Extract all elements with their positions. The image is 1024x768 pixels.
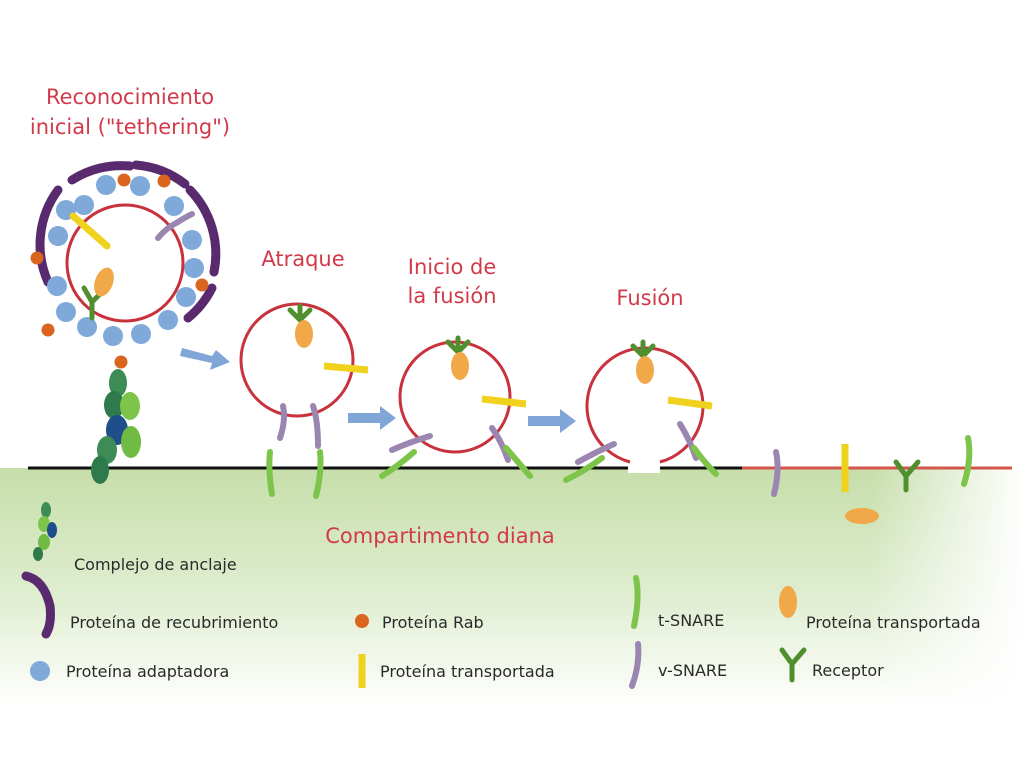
cargo-released bbox=[845, 508, 879, 524]
coat-proteins bbox=[35, 160, 221, 323]
process-arrows bbox=[180, 348, 576, 433]
legend-adaptor-protein-icon bbox=[30, 661, 50, 681]
fused-membrane-proteins bbox=[771, 435, 973, 524]
legend-transported-cargo-icon bbox=[779, 586, 797, 618]
legend-anchoring-complex-icon bbox=[33, 502, 57, 561]
transported-membrane-protein bbox=[69, 212, 111, 250]
stage-title-fusion-start-2: la fusión bbox=[407, 284, 496, 308]
vesicle-membrane bbox=[65, 203, 185, 323]
fusion-vesicle bbox=[563, 339, 719, 483]
legend-t-snare-label: t-SNARE bbox=[658, 611, 724, 630]
coated-vesicle bbox=[30, 160, 221, 369]
fusion-pore bbox=[628, 463, 660, 473]
legend-coat-protein-icon bbox=[21, 571, 55, 639]
v-snare bbox=[155, 211, 195, 241]
legend-coat-protein-label: Proteína de recubrimiento bbox=[70, 613, 278, 632]
target-compartment-label: Compartimento diana bbox=[325, 524, 555, 548]
legend-transported-membrane-label: Proteína transportada bbox=[380, 662, 555, 681]
v-snare-fused bbox=[771, 449, 781, 497]
cargo-protein bbox=[94, 267, 114, 297]
legend-receptor-icon bbox=[779, 647, 807, 683]
t-snare-fused bbox=[961, 435, 973, 487]
stage-title-tethering-2: inicial ("tethering") bbox=[30, 115, 230, 139]
legend-anchoring-complex-label: Complejo de anclaje bbox=[74, 555, 237, 574]
rab-proteins bbox=[30, 173, 209, 369]
stage-title-fusion: Fusión bbox=[616, 286, 683, 310]
legend-v-snare-icon bbox=[629, 641, 642, 689]
legend: Complejo de anclaje Proteína de recubrim… bbox=[21, 502, 981, 689]
stage-title-fusion-start: Inicio de bbox=[408, 255, 497, 279]
stage-title-docking: Atraque bbox=[261, 247, 344, 271]
fusion-start-vesicle bbox=[379, 335, 533, 479]
stage-title-tethering: Reconocimiento bbox=[46, 85, 214, 109]
receptor-fused bbox=[893, 459, 921, 493]
legend-v-snare-label: v-SNARE bbox=[658, 661, 727, 680]
legend-transported-cargo-label: Proteína transportada bbox=[806, 613, 981, 632]
legend-receptor-label: Receptor bbox=[812, 661, 884, 680]
anchoring-complex bbox=[91, 369, 141, 484]
docking-vesicle bbox=[239, 302, 369, 499]
legend-rab-protein-icon bbox=[355, 614, 369, 628]
legend-rab-protein-label: Proteína Rab bbox=[382, 613, 484, 632]
legend-t-snare-icon bbox=[631, 575, 641, 629]
legend-adaptor-protein-label: Proteína adaptadora bbox=[66, 662, 229, 681]
